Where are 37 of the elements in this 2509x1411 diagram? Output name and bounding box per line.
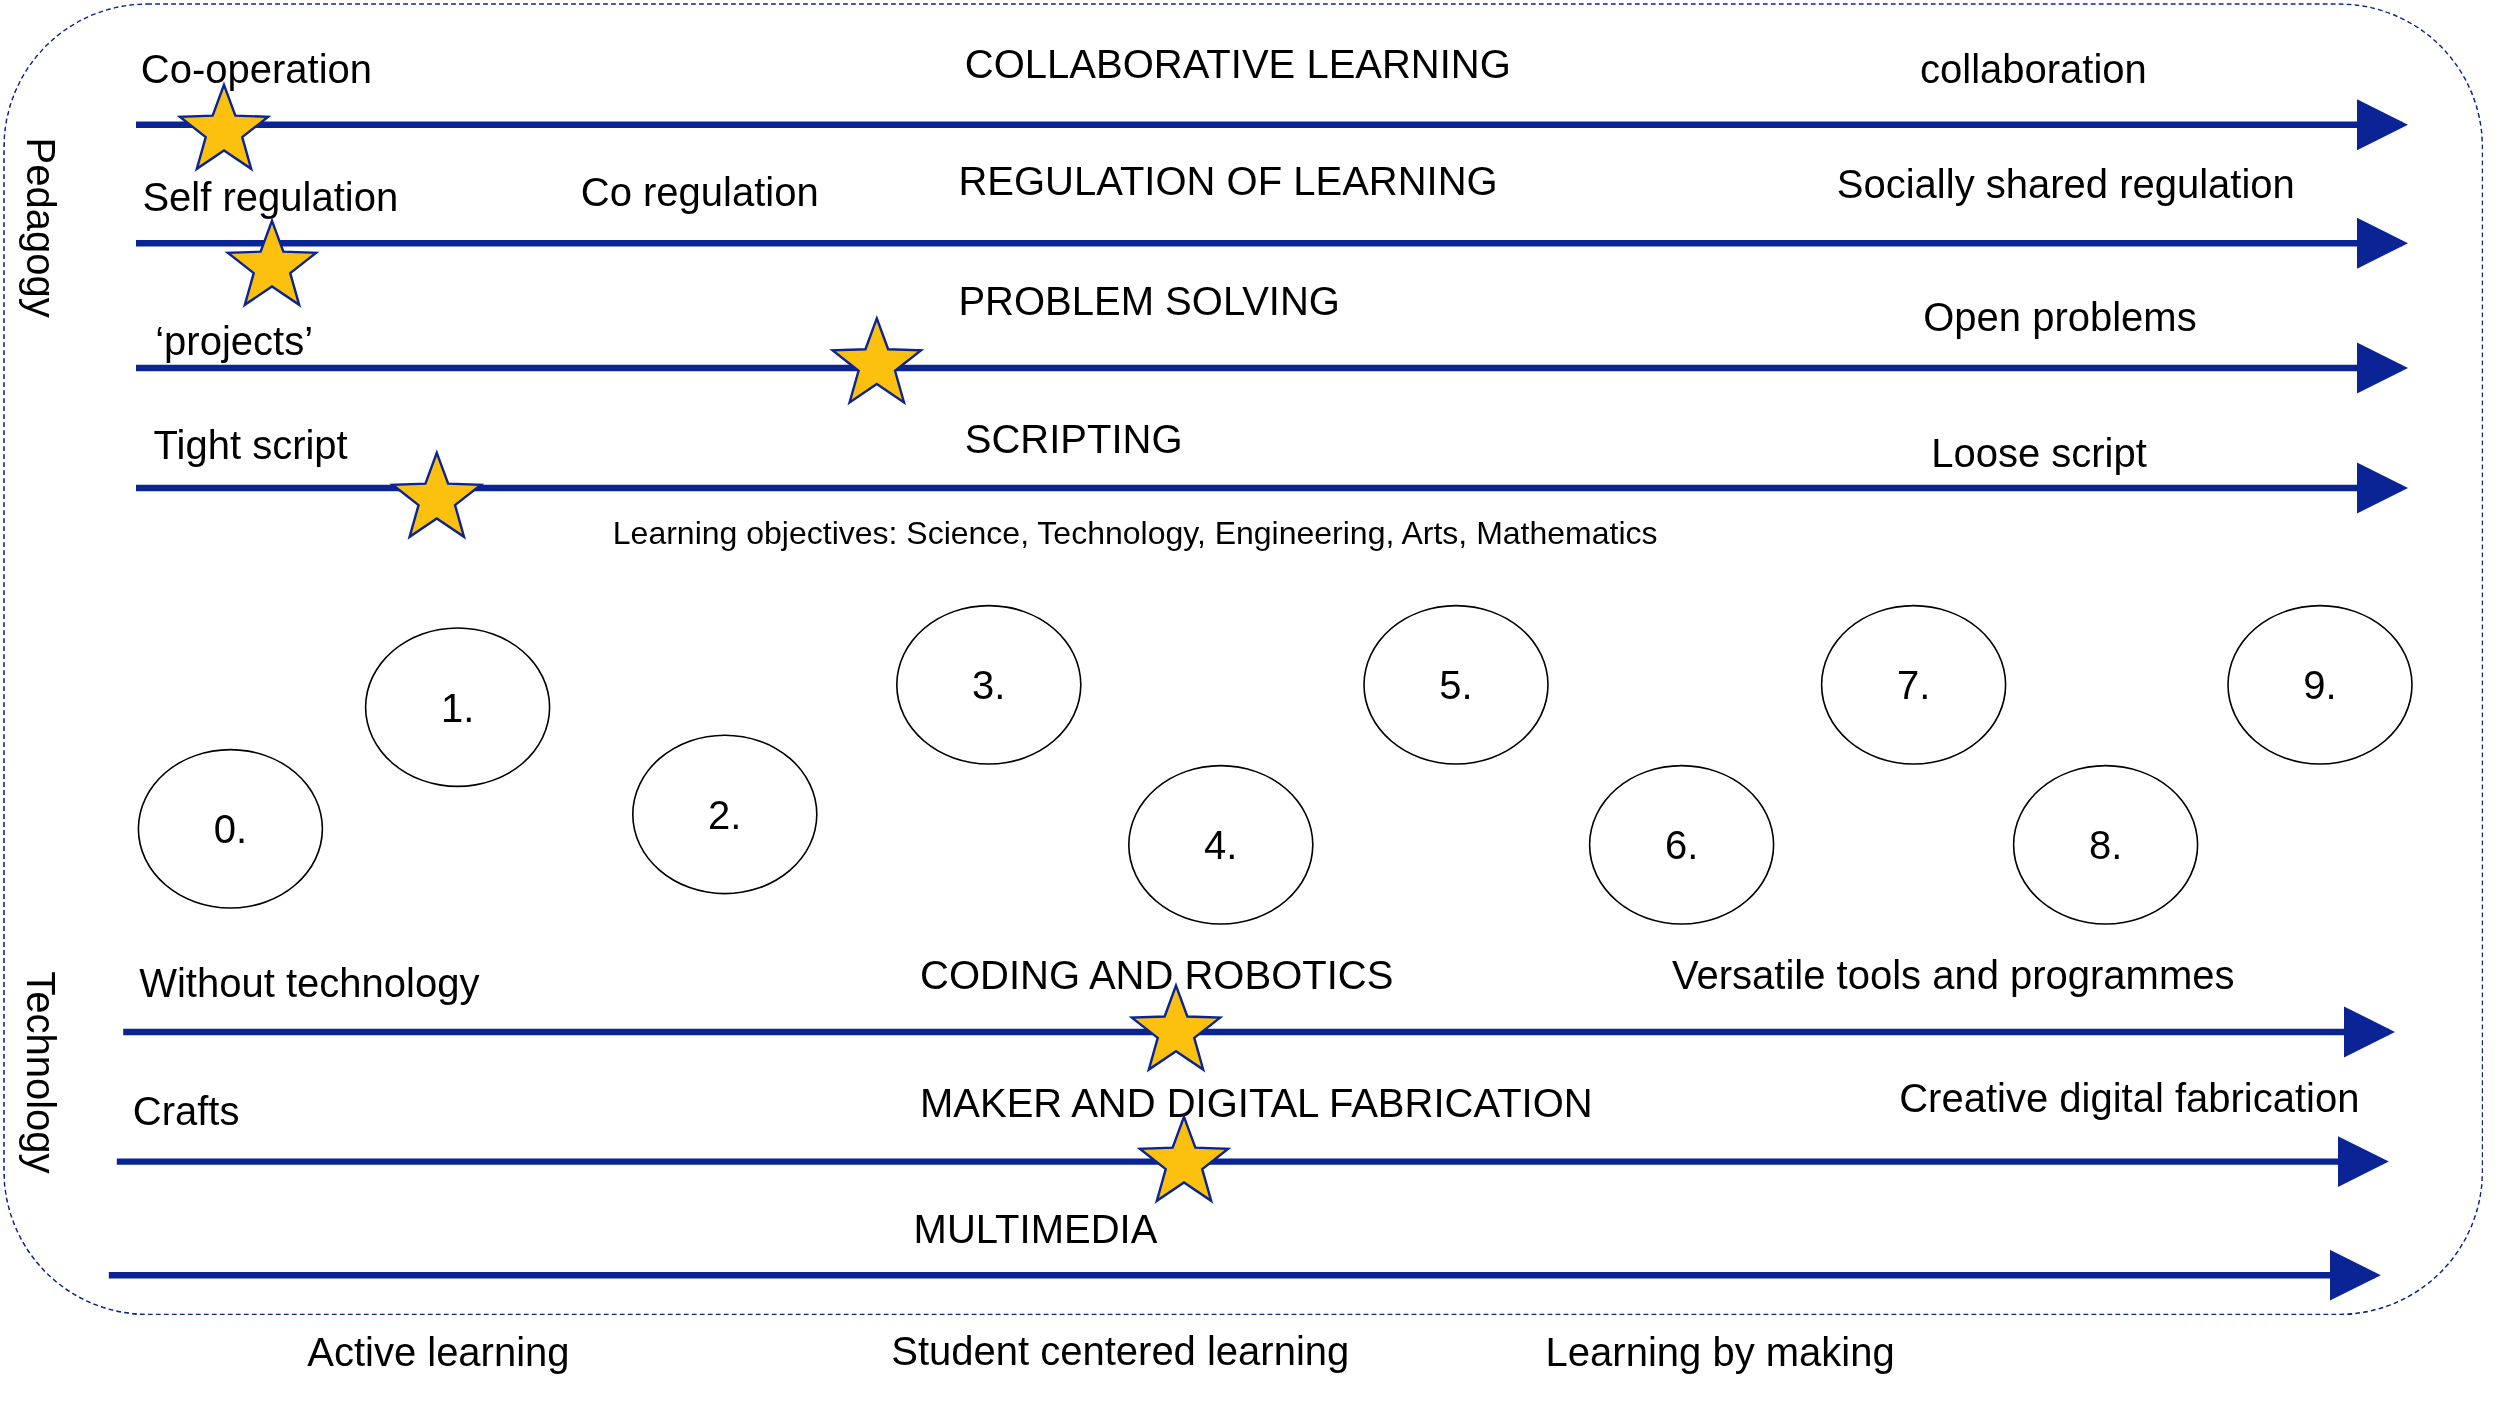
scale-label: MULTIMEDIA [913,1205,1158,1253]
scale-label: PROBLEM SOLVING [958,277,1340,325]
scale-label: Learning by making [1545,1328,1895,1376]
scale-label: Crafts [132,1087,240,1135]
axis-title: Technology [18,971,64,1174]
step-circle: 2. [632,734,818,895]
scale-label: Active learning [307,1328,570,1376]
scale-label: Student centered learning [891,1327,1350,1375]
scale-label: MAKER AND DIGITAL FABRICATION [920,1079,1593,1127]
scale-label: Creative digital fabrication [1899,1074,2360,1122]
scale-label: Open problems [1923,293,2197,341]
scale-label: CODING AND ROBOTICS [920,951,1394,999]
step-circle: 5. [1363,604,1549,765]
note-text: Learning objectives: Science, Technology, Engineering, Arts, Mathematics [612,514,1658,553]
step-circle: 4. [1128,764,1314,925]
step-circle: 9. [2227,604,2413,765]
scale-label: SCRIPTING [964,415,1183,463]
scale-label: Loose script [1931,429,2147,477]
step-circle: 6. [1588,764,1775,925]
scale-label: Versatile tools and programmes [1672,951,2235,999]
step-circle: 7. [1820,604,2007,765]
scale-label: Co-operation [140,45,373,93]
scale-label: Without technology [139,959,480,1007]
scale-label: Co regulation [580,168,819,216]
axis-title: Pedagogy [18,137,64,318]
dashed-frame [3,3,2484,1316]
step-circle: 1. [364,627,551,788]
scale-label: Socially shared regulation [1836,160,2295,208]
scale-label: COLLABORATIVE LEARNING [964,40,1511,88]
step-circle: 0. [137,748,324,909]
step-circle: 8. [2012,764,2199,925]
scale-label: Tight script [153,421,348,469]
scale-label: Self regulation [142,173,399,221]
step-circle: 3. [896,604,1082,765]
scale-label: ‘projects’ [155,317,314,365]
scale-label: REGULATION OF LEARNING [958,157,1498,205]
scale-label: collaboration [1920,45,2147,93]
